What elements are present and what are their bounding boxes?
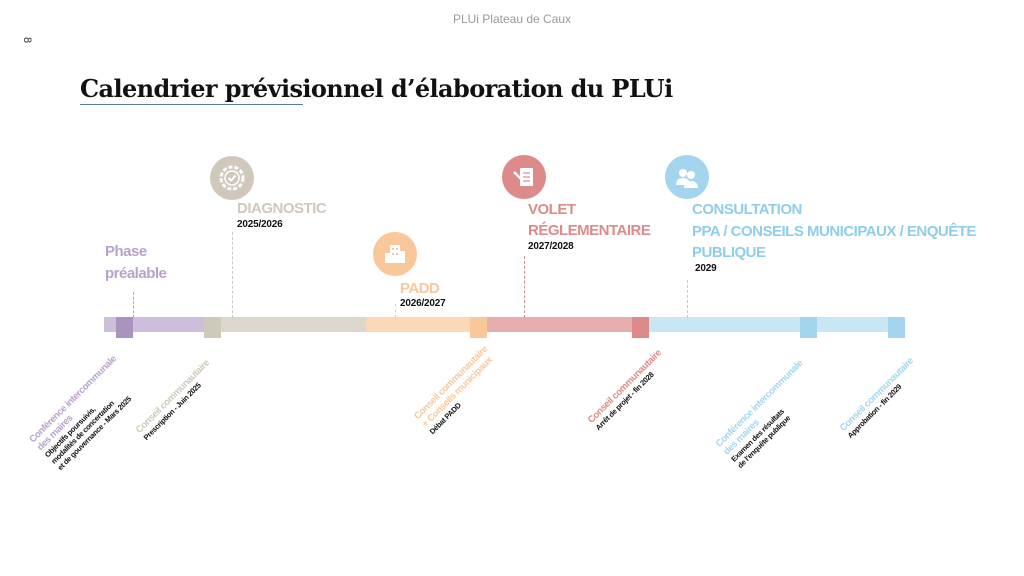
- milestone-conference-maires-enquete: Conférence intercommunale des maires Exa…: [714, 358, 826, 470]
- phase-reglementaire: VOLET RÉGLEMENTAIRE 2027/2028: [528, 199, 651, 252]
- page-number: 8: [21, 36, 34, 44]
- phase-title: préalable: [105, 265, 167, 282]
- milestone-heading: + Conseils municipaux: [419, 354, 495, 430]
- milestone-detail: Arrêt de projet - fin 2028: [593, 370, 656, 432]
- phase-title: Phase: [105, 243, 147, 260]
- timeline-marker: [632, 317, 649, 338]
- connector-line: [687, 280, 688, 318]
- milestone-prescription: Conseil communautaire Prescription - Jui…: [134, 358, 218, 442]
- milestone-conference-maires-2025: Conférence intercommunale des maires Obj…: [27, 354, 145, 472]
- connector-line: [232, 232, 233, 318]
- timeline-marker: [800, 317, 817, 338]
- phase-title: PUBLIQUE: [692, 244, 766, 261]
- title-underline: [80, 104, 303, 105]
- phase-title: PADD: [400, 280, 440, 297]
- phase-year: 2027/2028: [528, 241, 574, 252]
- document-header: PLUi Plateau de Caux: [452, 12, 572, 26]
- document-pen-icon: [502, 155, 546, 199]
- milestone-heading: Conseil communautaire: [837, 355, 916, 434]
- phase-title: RÉGLEMENTAIRE: [528, 222, 651, 239]
- phase-padd: PADD 2026/2027: [400, 280, 446, 309]
- timeline-marker: [204, 317, 221, 338]
- milestone-arret-projet: Conseil communautaire Arrêt de projet - …: [586, 348, 670, 432]
- timeline-segment-diagnostic: [205, 317, 366, 332]
- phase-year: 2026/2027: [400, 298, 446, 309]
- users-icon: [665, 155, 709, 199]
- phase-title: CONSULTATION: [692, 201, 802, 218]
- phase-year: 2029: [695, 263, 717, 274]
- phase-year: 2025/2026: [237, 219, 283, 230]
- phase-prealable: Phase préalable: [105, 241, 167, 285]
- timeline-marker: [116, 317, 133, 338]
- milestone-detail: Prescription - Juin 2025: [141, 380, 203, 442]
- milestone-detail: Approbation - fin 2029: [845, 382, 904, 440]
- milestone-approbation: Conseil communautaire Approbation - fin …: [838, 356, 922, 440]
- timeline-segment-padd: [366, 317, 487, 332]
- milestone-heading: Conseil communautaire: [133, 357, 212, 436]
- connector-line: [524, 256, 525, 318]
- timeline-segment-consultation: [648, 317, 905, 332]
- milestone-heading: Conseil communautaire: [585, 347, 664, 426]
- milestone-debat-padd: Conseil communautaire + Conseils municip…: [412, 344, 504, 436]
- timeline-segment-reglementaire: [487, 317, 648, 332]
- phase-consultation: CONSULTATION PPA / CONSEILS MUNICIPAUX /…: [692, 199, 976, 274]
- gear-check-icon: [210, 156, 254, 200]
- connector-line: [395, 304, 396, 318]
- buildings-icon: [373, 232, 417, 276]
- page-title: Calendrier prévisionnel d’élaboration du…: [80, 74, 673, 103]
- timeline-marker: [470, 317, 487, 338]
- phase-title: DIAGNOSTIC: [237, 200, 327, 217]
- connector-line: [133, 292, 134, 318]
- phase-title: PPA / CONSEILS MUNICIPAUX / ENQUÊTE: [692, 223, 976, 240]
- phase-diagnostic: DIAGNOSTIC 2025/2026: [237, 199, 327, 230]
- phase-title: VOLET: [528, 201, 576, 218]
- timeline-marker: [888, 317, 905, 338]
